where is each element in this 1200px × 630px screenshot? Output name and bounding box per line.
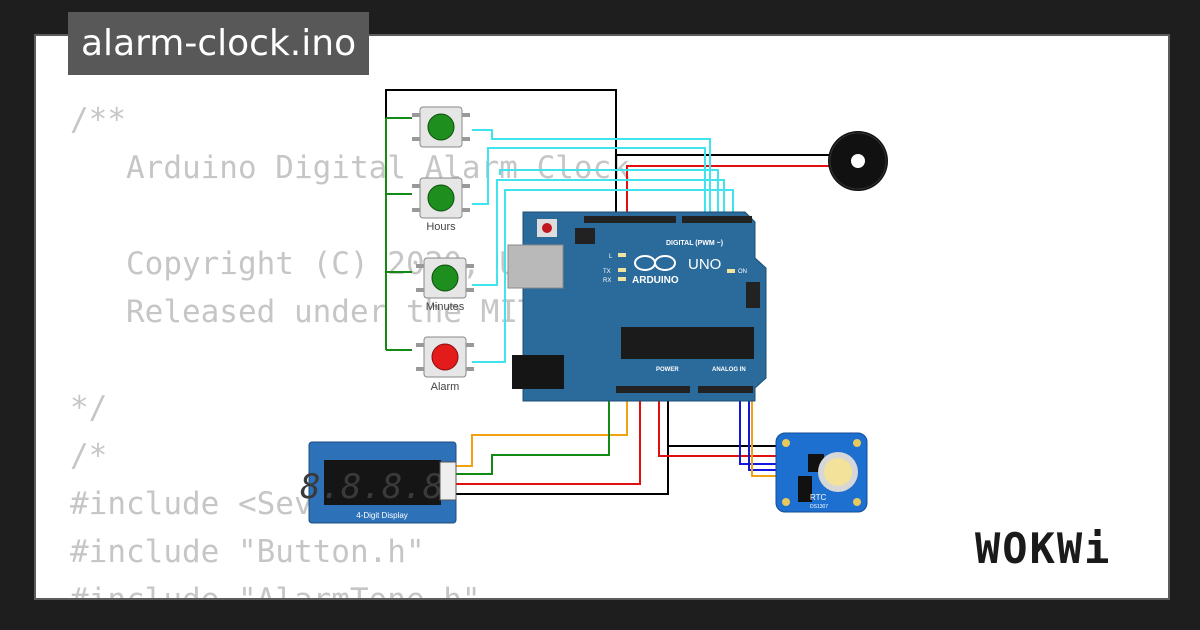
seven-segment-display[interactable]: 8.8.8.8. 4-Digit Display [300,441,464,524]
file-title: alarm-clock.ino [68,12,370,75]
power-header [616,386,690,393]
code-line: /* [70,438,108,474]
led-tx-label: TX [603,269,611,275]
wire-black-display [456,390,669,495]
rtc-chip-label: DS1307 [810,504,828,510]
usb-port [507,244,564,289]
wire-cyan-5 [499,169,719,216]
wire-cyan-3 [472,179,725,286]
code-line: #include "Button.h" [70,534,425,570]
display-label: 4-Digit Display [356,511,408,520]
wire-red-display [456,390,641,485]
wire-green-bus [385,117,412,351]
analog-label: ANALOG IN [712,367,746,373]
digital-header-left [584,216,676,223]
arduino-model: UNO [688,256,721,273]
preview-card: /** Arduino Digital Alarm Clock Copyrigh… [34,34,1170,600]
rtc-label: RTC [810,493,827,502]
digital-header-right [682,216,752,223]
wokwi-logo: WOKWi [975,524,1112,573]
wire-cyan-4 [472,189,734,363]
wire-red-buzzer [626,165,830,216]
wire-blue-rtc-1 [739,390,790,465]
analog-header [698,386,753,393]
led-l-label: L [609,254,613,260]
led-rx-label: RX [603,278,611,284]
button-hours-label: Hours [426,221,456,233]
power-label: POWER [656,367,679,373]
wire-cyan-2 [472,147,706,216]
button-top[interactable] [412,106,470,148]
button-minutes[interactable] [416,257,474,299]
button-alarm[interactable] [416,336,474,378]
wire-cyan-1 [472,129,711,216]
arduino-brand: ARDUINO [632,275,679,286]
rtc-module[interactable]: RTC DS1307 [775,432,868,513]
button-minutes-label: Minutes [426,301,465,313]
buzzer[interactable] [828,131,888,191]
display-digits: 8.8.8.8. [300,467,464,507]
wire-black-top [385,89,617,216]
button-hours[interactable] [412,177,470,219]
atmega-chip [621,327,754,359]
button-alarm-label: Alarm [431,381,460,393]
wire-red-rtc [658,390,790,457]
wire-blue-rtc-2 [748,390,782,471]
power-jack [512,355,564,389]
arduino-uno[interactable]: DIGITAL (PWM ~) ARDUINO UNO L TX RX ON P… [507,211,767,402]
code-line: */ [70,390,108,426]
code-line: /** [70,102,126,138]
led-on-label: ON [738,269,747,275]
digital-label: DIGITAL (PWM ~) [666,240,723,247]
code-line: #include "AlarmTone.h" [70,582,481,600]
